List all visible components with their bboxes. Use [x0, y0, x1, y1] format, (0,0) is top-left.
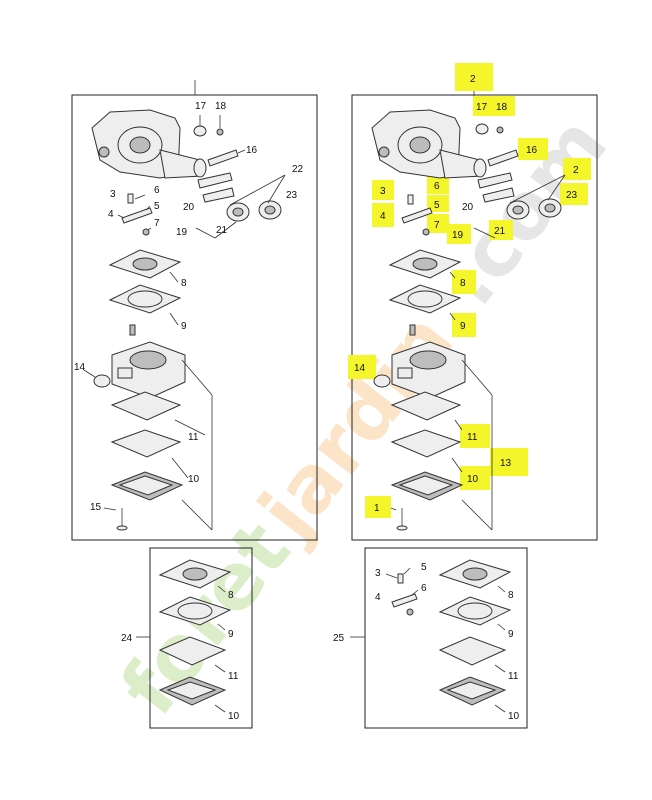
left-label-16: 16 [246, 145, 258, 156]
right-label-2-right: 2 [573, 165, 579, 176]
kit-25-label-4: 4 [375, 592, 381, 603]
left-panel: 17 18 16 22 23 3 6 4 5 7 20 19 21 8 9 14… [71, 80, 318, 541]
left-label-22: 22 [292, 164, 304, 175]
highlight-2-top [455, 63, 493, 91]
kit-25-label-10: 10 [508, 711, 520, 722]
highlight-21 [489, 220, 513, 240]
right-label-23: 23 [566, 190, 578, 201]
left-label-20: 20 [183, 202, 195, 213]
left-label-4: 4 [108, 209, 114, 220]
kit-24-label-9: 9 [228, 629, 234, 640]
highlight-1 [365, 496, 391, 518]
highlight-19 [447, 224, 471, 244]
highlight-5 [427, 195, 449, 212]
part-18 [216, 128, 224, 136]
part-10 [110, 429, 182, 458]
right-label-14: 14 [354, 363, 366, 374]
left-label-10: 10 [188, 474, 200, 485]
kit-25-label-6: 6 [421, 583, 427, 594]
right-label-20: 20 [462, 202, 474, 213]
highlight-6 [427, 176, 449, 194]
part-17 [193, 125, 207, 137]
left-label-7: 7 [154, 218, 160, 229]
part-4 [121, 207, 153, 224]
kit-25-label-11: 11 [508, 671, 519, 682]
right-panel-frame [351, 94, 598, 541]
right-label-1: 1 [374, 503, 380, 514]
kit-25-label-8: 8 [508, 590, 514, 601]
kit-24-label-11: 11 [228, 671, 239, 682]
kit-24-frame [149, 547, 253, 729]
left-label-17: 17 [195, 101, 207, 112]
part-11 [110, 391, 182, 421]
left-label-6: 6 [154, 185, 160, 196]
left-label-18: 18 [215, 101, 227, 112]
kit-24-panel: 24 8 9 11 10 [121, 547, 253, 729]
part-14 [93, 374, 111, 388]
highlight-11 [460, 424, 490, 448]
highlight-9 [452, 313, 476, 337]
highlight-10 [460, 466, 490, 490]
right-label-21: 21 [494, 226, 506, 237]
left-label-3: 3 [110, 189, 116, 200]
kit-24-label: 24 [121, 633, 133, 644]
pump-body [111, 341, 186, 399]
highlight-13 [490, 448, 528, 476]
carburetor-body [91, 109, 207, 179]
left-label-21: 21 [216, 225, 228, 236]
left-label-8: 8 [181, 278, 187, 289]
kit-24-label-10: 10 [228, 711, 240, 722]
part-16 [207, 149, 246, 167]
right-label-16: 16 [526, 145, 538, 156]
left-label-9: 9 [181, 321, 187, 332]
right-label-10: 10 [467, 474, 479, 485]
highlight-7 [427, 214, 449, 233]
right-label-11: 11 [467, 432, 478, 443]
kit-25-label-5: 5 [421, 562, 427, 573]
left-panel-frame [71, 94, 318, 541]
part-20 [197, 172, 235, 203]
watermark-text-2: jardin [241, 297, 471, 556]
part-6 [127, 193, 134, 204]
highlight-16 [518, 138, 548, 160]
right-label-17: 17 [476, 102, 488, 113]
kit-25-label-9: 9 [508, 629, 514, 640]
kit-25-label-3: 3 [375, 568, 381, 579]
right-label-6: 6 [434, 181, 440, 192]
highlight-2-right [563, 158, 591, 180]
part-7 [142, 228, 150, 236]
right-label-2-top: 2 [470, 74, 476, 85]
highlight-4 [372, 203, 394, 227]
right-label-18: 18 [496, 102, 508, 113]
right-label-4: 4 [380, 211, 386, 222]
highlight-17-18 [473, 96, 515, 116]
right-label-13: 13 [500, 458, 512, 469]
right-label-5: 5 [434, 200, 440, 211]
left-label-19: 19 [176, 227, 188, 238]
right-label-3: 3 [380, 186, 386, 197]
kit-25-label: 25 [333, 633, 345, 644]
right-label-7: 7 [434, 220, 440, 231]
highlight-3 [372, 180, 394, 200]
left-label-23: 23 [286, 190, 298, 201]
left-label-14: 14 [74, 362, 86, 373]
right-panel: 2 17 18 16 2 23 3 6 5 4 7 20 19 21 8 9 1… [348, 63, 598, 541]
highlight-23 [560, 183, 588, 205]
left-label-11: 11 [188, 432, 199, 443]
kit-25-frame [364, 547, 528, 729]
left-label-5: 5 [154, 201, 160, 212]
kit-25-panel: 25 3 5 6 4 8 9 11 10 [333, 547, 528, 729]
highlight-14 [348, 355, 376, 379]
carburetor-body-right [371, 109, 487, 179]
left-label-15: 15 [90, 502, 102, 513]
right-label-19: 19 [452, 230, 464, 241]
right-label-8: 8 [460, 278, 466, 289]
part-21 [226, 200, 282, 222]
kit-24-label-8: 8 [228, 590, 234, 601]
right-label-9: 9 [460, 321, 466, 332]
highlight-8 [452, 270, 476, 294]
